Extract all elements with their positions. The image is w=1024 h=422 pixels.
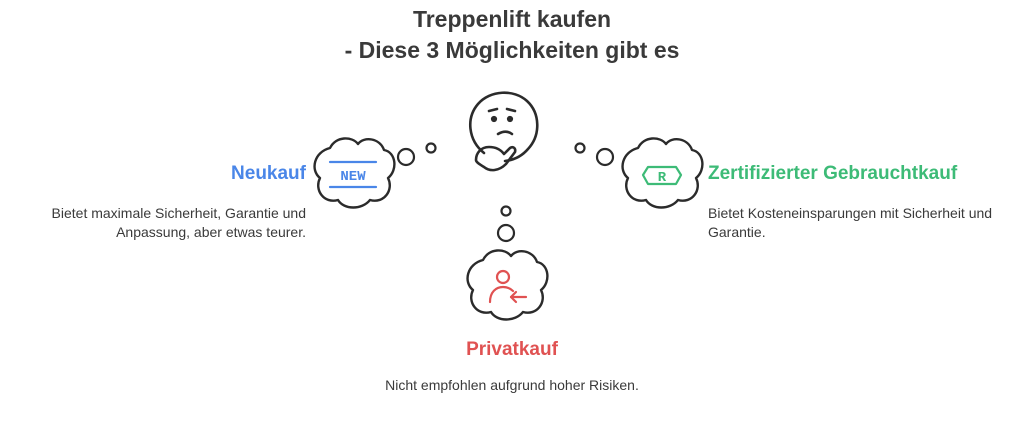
thought-bubble-right-small [574,142,586,154]
thought-bubble-left-large [396,147,416,167]
title-line-1: Treppenlift kaufen [412,6,612,32]
description-privatkauf: Nicht empfohlen aufgrund hoher Risiken. [385,377,639,393]
new-badge-icon: NEW [328,160,378,189]
thought-bubble-right-large [595,147,615,167]
cloud-right: R [621,137,704,209]
heading-neukauf: Neukauf [231,163,306,184]
heading-privatkauf: Privatkauf [466,339,558,360]
thought-bubble-bottom-small [500,205,512,217]
title-line-2: - Diese 3 Möglichkeiten gibt es [344,37,680,63]
cloud-bottom [466,249,549,321]
person-return-icon [488,269,528,304]
thought-bubble-bottom-large [496,223,516,243]
refurbished-badge-text: R [658,170,667,186]
refurbished-badge-icon: R [641,165,683,186]
thinking-face-icon [469,91,539,172]
new-badge-text: NEW [340,169,366,185]
description-gebrauchtkauf: Bietet Kosteneinsparungen mit Sicherheit… [708,205,993,240]
description-neukauf: Bietet maximale Sicherheit, Garantie und… [51,205,306,240]
cloud-left: NEW [313,137,396,209]
thought-bubble-left-small [425,142,437,154]
page-title: Treppenlift kaufen - Diese 3 Möglichkeit… [0,4,1024,66]
heading-gebrauchtkauf: Zertifizierter Gebrauchtkauf [708,163,958,184]
